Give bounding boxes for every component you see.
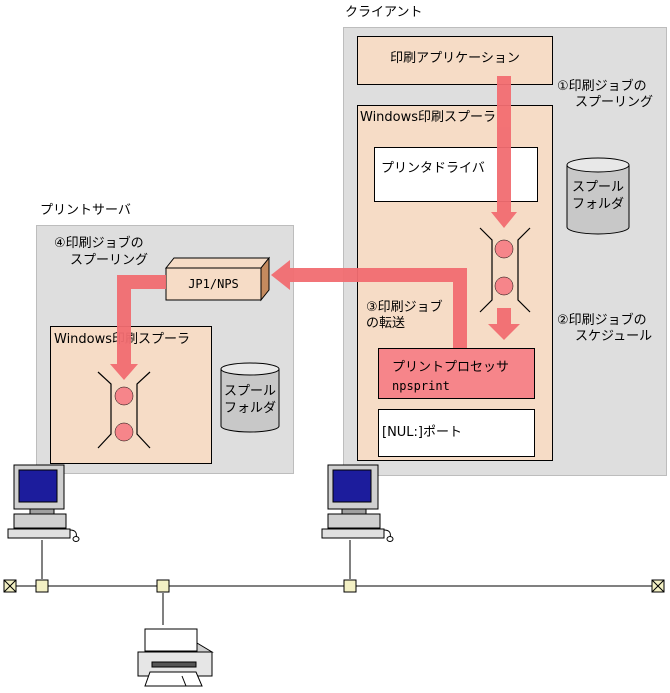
client-computer-icon <box>321 464 394 542</box>
server-queue-job-2 <box>114 422 134 442</box>
server-spool-folder-icon <box>220 362 280 433</box>
step1-label-line1: ①印刷ジョブの <box>557 79 647 94</box>
print-application-label: 印刷アプリケーション <box>390 51 520 66</box>
nul-port-box <box>378 409 535 457</box>
print-processor-label: プリントプロセッサ <box>392 360 510 375</box>
step4-label-line2: スプーリング <box>70 253 149 268</box>
server-computer-icon <box>7 464 80 542</box>
step2-label-line1: ②印刷ジョブの <box>557 313 647 328</box>
step2-label-line2: スケジュール <box>575 329 653 344</box>
client-queue-job-2 <box>494 276 514 296</box>
printer-icon <box>137 628 214 687</box>
client-spool-folder-line2: フォルダ <box>571 197 624 212</box>
print-application-box <box>357 36 553 85</box>
network-terminator-right <box>651 579 665 593</box>
jp1-nps-label: JP1/NPS <box>188 277 239 291</box>
step4-label-line1: ④印刷ジョブの <box>54 236 144 251</box>
client-title: クライアント <box>345 5 423 20</box>
step1-label-line2: スプーリング <box>575 95 654 110</box>
step3-label-line1: ③印刷ジョブ <box>366 300 443 315</box>
jp1-nps-box <box>164 256 271 302</box>
client-spool-folder-line1: スプール <box>571 180 624 195</box>
client-job-queue <box>479 227 531 313</box>
server-spool-folder-line1: スプール <box>223 384 276 399</box>
server-queue-job-1 <box>114 386 134 406</box>
client-spool-folder-icon <box>566 157 630 235</box>
printer-driver-label: プリンタドライバ <box>381 161 485 176</box>
network-terminator-left <box>3 579 17 593</box>
flow-arrows <box>110 76 520 380</box>
nul-port-label: [NUL:]ポート <box>382 425 463 440</box>
network-node-printer <box>156 579 170 593</box>
client-spooler-title: Windows印刷スプーラ <box>360 110 497 125</box>
print-processor-sub: npsprint <box>392 379 450 393</box>
network-node-client <box>343 579 357 593</box>
print-processor-box <box>378 348 535 399</box>
server-spool-folder-line2: フォルダ <box>223 401 276 416</box>
network-node-server <box>35 579 49 593</box>
step3-label-line2: の転送 <box>366 316 406 331</box>
print-server-title: プリントサーバ <box>40 203 131 218</box>
client-queue-job-1 <box>494 239 514 259</box>
network-line <box>16 540 656 625</box>
server-job-queue <box>97 371 151 449</box>
